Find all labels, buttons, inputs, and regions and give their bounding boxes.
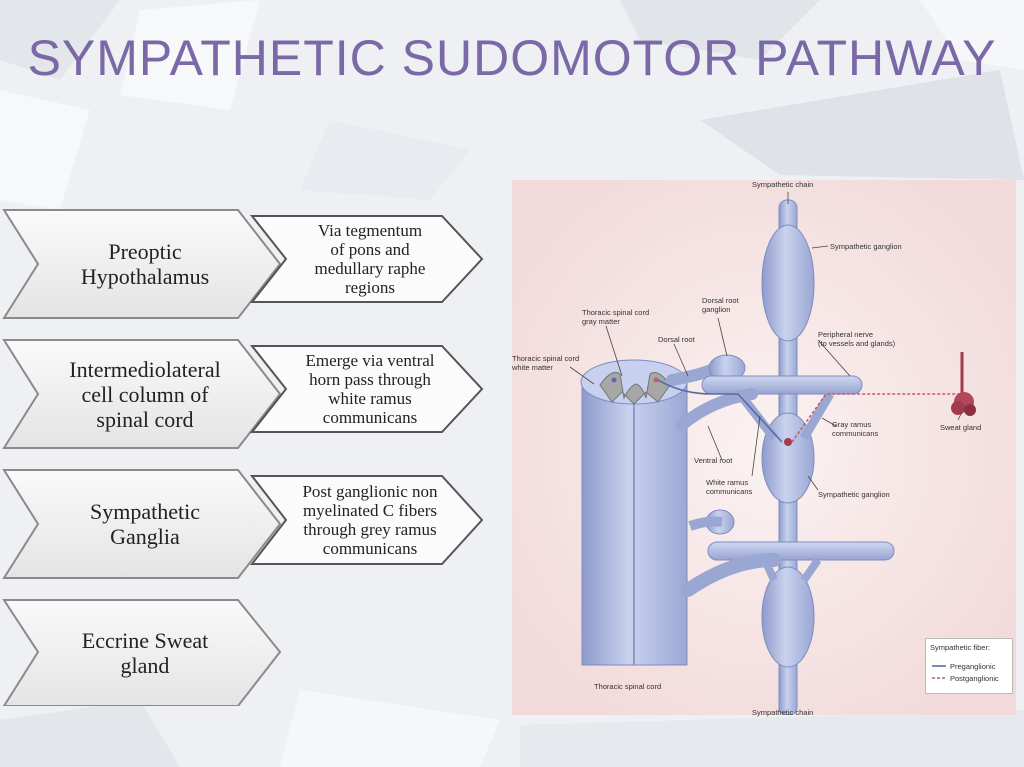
sweat-gland	[951, 392, 976, 416]
step-2-detail: Emerge via ventral horn pass through whi…	[305, 351, 435, 427]
step-2-detail-arrow	[249, 345, 484, 433]
sympathetic-ganglion-top	[761, 224, 815, 342]
label-gray-ramus: Gray ramus communicans	[832, 420, 879, 438]
leader-lines	[569, 192, 963, 491]
step-1-detail: Via tegmentum of pons and medullary raph…	[314, 221, 426, 297]
pathway-arrows	[2, 209, 484, 706]
step-2-chevron	[2, 339, 282, 449]
fiber-legend: Sympathetic fiber: Preganglionic Postgan…	[925, 638, 1013, 694]
legend-title: Sympathetic fiber:	[930, 643, 991, 652]
label-sympathetic-chain-top: Sympathetic chain	[752, 180, 814, 189]
legend-preganglionic: Preganglionic	[950, 662, 996, 671]
legend-postganglionic: Postganglionic	[950, 674, 999, 683]
peripheral-nerve	[701, 375, 863, 395]
legend-swatches	[932, 665, 946, 679]
sympathetic-ganglion-bottom	[761, 566, 815, 668]
step-4-label: Eccrine Sweat gland	[81, 628, 209, 678]
step-4-chevron	[2, 599, 282, 706]
lower-nerve	[707, 541, 895, 561]
step-1-label: Preoptic Hypothalamus	[80, 239, 210, 289]
gray-ramus	[800, 391, 834, 441]
preganglionic-fiber	[657, 379, 783, 443]
step-3-chevron	[2, 469, 282, 579]
label-peripheral-nerve: Peripheral nerve (to vessels and glands)	[818, 330, 896, 348]
step-2-label: Intermediolateral cell column of spinal …	[69, 356, 221, 432]
label-white-ramus: White ramus communicans	[706, 478, 753, 496]
step-3-detail: Post ganglionic non myelinated C fibers …	[302, 482, 438, 558]
label-thoracic-white-matter: Thoracic spinal cord white matter	[512, 354, 580, 372]
label-sympathetic-ganglion-top: Sympathetic ganglion	[830, 242, 902, 251]
label-sweat-gland: Sweat gland	[940, 423, 982, 432]
label-thoracic-gray-matter: Thoracic spinal cord gray matter	[582, 308, 650, 326]
step-1-chevron	[2, 209, 282, 319]
step-3-label: Sympathetic Ganglia	[90, 499, 200, 549]
anatomy-illustration	[512, 180, 1016, 715]
label-thoracic-spinal-cord: Thoracic spinal cord	[594, 682, 662, 691]
anatomy-diagram: Sympathetic chain Sympathetic ganglion D…	[512, 180, 1016, 717]
label-sympathetic-ganglion-mid: Sympathetic ganglion	[818, 490, 890, 499]
slide-title: SYMPATHETIC SUDOMOTOR PATHWAY	[27, 30, 997, 86]
label-dorsal-root: Dorsal root	[658, 335, 695, 344]
label-sympathetic-chain-bottom: Sympathetic chain	[752, 708, 814, 717]
label-dorsal-root-ganglion: Dorsal root ganglion	[702, 296, 739, 314]
label-ventral-root: Ventral root	[694, 456, 733, 465]
step-1-detail-arrow	[249, 215, 484, 303]
step-3-detail-arrow	[249, 475, 484, 565]
